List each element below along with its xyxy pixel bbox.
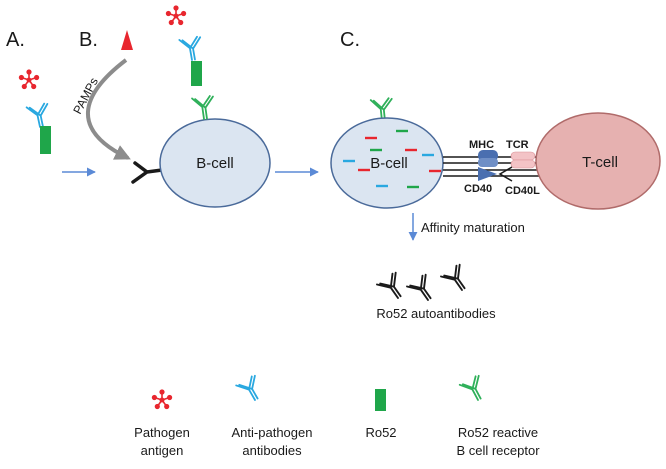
cd40l-icon (498, 166, 513, 182)
legend-ro52-label: Ro52 (365, 425, 396, 440)
pamp-triangle-icon (121, 30, 133, 50)
autoantibody-icon (440, 262, 474, 297)
peptide-fragments (343, 129, 441, 189)
pamps-arrow (86, 58, 131, 160)
ro52-block-icon (40, 126, 51, 154)
autoantibody-icon (406, 272, 440, 307)
legend-ro52-bcr-line1: Ro52 reactive (458, 425, 538, 440)
tcr-icon (510, 151, 536, 161)
panel-label-a: A. (6, 29, 25, 51)
legend-ro52-bcr-line2: B cell receptor (456, 443, 540, 458)
b-cell-label-b: B-cell (196, 155, 234, 172)
cd40l-label: CD40L (505, 185, 540, 197)
legend-ro52-bcr-icon (458, 374, 490, 406)
immune-synapse (443, 150, 540, 182)
autoantibodies-label: Ro52 autoantibodies (376, 306, 496, 321)
tcr-label: TCR (506, 139, 529, 151)
anti-pathogen-antibody-icon (25, 102, 53, 130)
b-cell-panel-b (159, 118, 271, 208)
t-cell-label: T-cell (582, 154, 618, 171)
autoantibodies-group (376, 262, 474, 307)
panel-label-c: C. (340, 29, 360, 51)
legend-anti-pathogen-line1: Anti-pathogen (232, 425, 313, 440)
autoantibody-icon (376, 270, 410, 305)
cd40-icon (478, 167, 497, 181)
panel-label-b: B. (79, 29, 98, 51)
ro52-bcr-icon (191, 94, 217, 122)
anti-pathogen-antibody-icon (178, 35, 205, 63)
b-cell-receptor-complex (165, 5, 217, 122)
panel-a-complex (18, 69, 53, 154)
legend: Pathogen antigen Anti-pathogen antibodie… (134, 374, 540, 458)
legend-ro52-icon (375, 389, 386, 411)
pamps-label: PAMPs (70, 75, 101, 116)
b-cell-label-c: B-cell (370, 155, 408, 172)
legend-anti-pathogen-line2: antibodies (242, 443, 302, 458)
affinity-label: Affinity maturation (421, 220, 525, 235)
ro52-block-icon (191, 61, 202, 86)
cd40-label: CD40 (464, 183, 492, 195)
t-cell (535, 112, 661, 210)
tlr-receptor-icon (131, 161, 164, 184)
legend-anti-pathogen-icon (235, 374, 267, 406)
pathogen-antigen-icon (165, 5, 187, 26)
legend-antigen-icon (151, 389, 173, 410)
mhc-label: MHC (469, 139, 494, 151)
legend-antigen-line1: Pathogen (134, 425, 190, 440)
pathogen-antigen-icon (18, 69, 40, 90)
legend-antigen-line2: antigen (141, 443, 184, 458)
